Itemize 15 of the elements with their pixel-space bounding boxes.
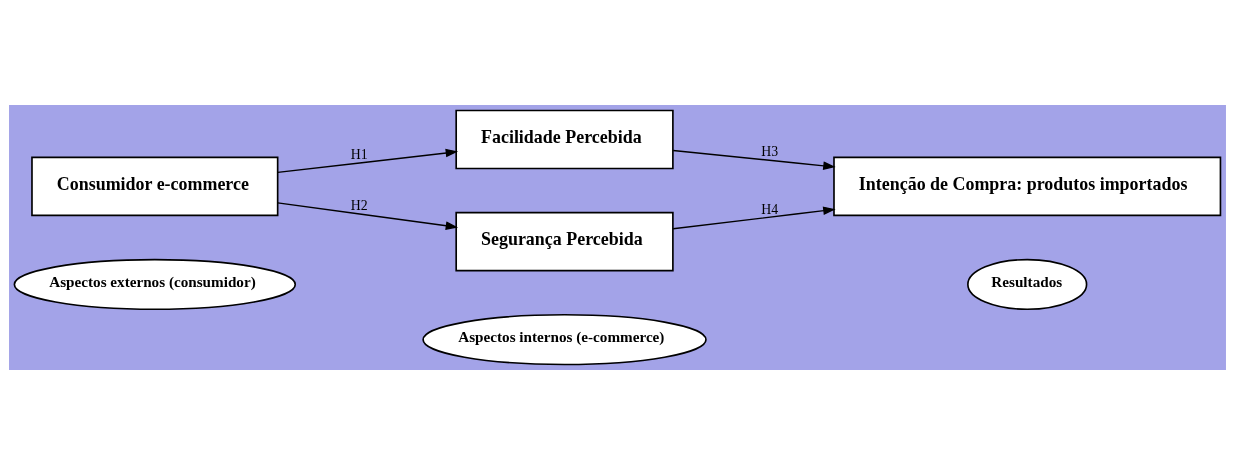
node-ellipse: Aspectos externos (consumidor) — [13, 258, 297, 311]
edge-label: H2 — [350, 197, 368, 213]
arrow — [672, 206, 836, 230]
edge-label: H1 — [350, 146, 368, 162]
arrow — [277, 202, 459, 231]
node-ellipse: Aspectos internos (e-commerce) — [422, 313, 707, 366]
node-box: Segurança Percebida — [455, 211, 674, 272]
node-ellipse: Resultados — [967, 258, 1088, 311]
edge-label: H3 — [761, 144, 779, 160]
arrow — [672, 149, 836, 171]
edge-label: H4 — [761, 202, 779, 218]
node-box: Facilidade Percebida — [455, 109, 674, 170]
node-box: Intenção de Compra: produtos importados — [833, 156, 1222, 217]
node-box: Consumidor e-commerce — [31, 156, 279, 217]
arrow — [277, 148, 459, 174]
